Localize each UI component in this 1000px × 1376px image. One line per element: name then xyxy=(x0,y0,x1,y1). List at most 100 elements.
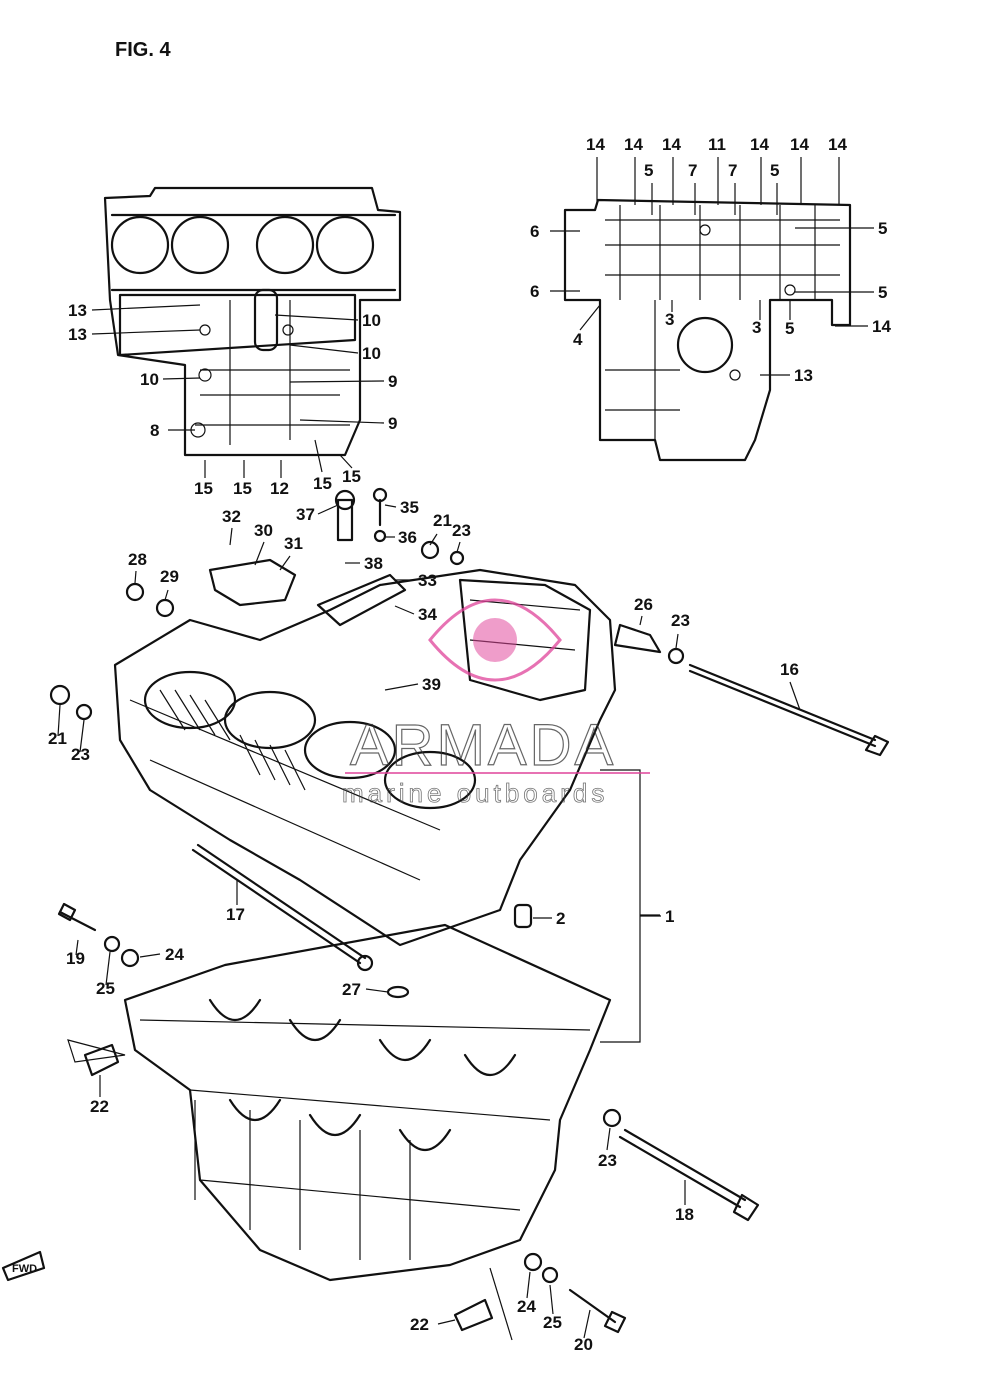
fwd-arrow-tag: FWD xyxy=(1,1250,46,1282)
assembly-bracket xyxy=(600,769,660,1043)
lower-crankcase-half xyxy=(57,902,760,1341)
upper-left-case-view xyxy=(103,186,402,457)
callout-leader-line xyxy=(429,533,438,546)
callout-leader-line xyxy=(164,589,169,601)
callout-number: 14 xyxy=(586,135,605,154)
callout-leader-line xyxy=(134,570,137,584)
callout-number: 33 xyxy=(418,571,437,590)
callout-number: 10 xyxy=(362,311,381,330)
watermark-logo-icon xyxy=(473,618,517,662)
callout-number: 13 xyxy=(68,301,87,320)
callout-leader-line xyxy=(289,380,385,383)
callout-leader-line xyxy=(789,681,801,711)
callout-number: 25 xyxy=(96,979,115,998)
callout-number: 39 xyxy=(422,675,441,694)
callout-number: 15 xyxy=(233,479,252,498)
callout-number: 22 xyxy=(410,1315,429,1334)
callout-leader-line xyxy=(91,329,201,335)
callout-number: 23 xyxy=(598,1151,617,1170)
callout-number: 15 xyxy=(313,474,332,493)
callout-number: 38 xyxy=(364,554,383,573)
callout-number: 8 xyxy=(150,421,159,440)
callout-number: 31 xyxy=(284,534,303,553)
callout-number: 34 xyxy=(418,605,437,624)
callout-number: 21 xyxy=(433,511,452,530)
callout-leader-line xyxy=(437,1319,456,1325)
callout-leader-line xyxy=(314,439,323,473)
callout-number: 15 xyxy=(342,467,361,486)
callout-number: 6 xyxy=(530,222,539,241)
callout-leader-line xyxy=(526,1271,531,1299)
callout-number: 24 xyxy=(517,1297,536,1316)
callout-number: 32 xyxy=(222,507,241,526)
callout-leader-line xyxy=(105,951,111,986)
callout-number: 13 xyxy=(68,325,87,344)
callout-number: 23 xyxy=(71,745,90,764)
fwd-label: FWD xyxy=(12,1263,37,1275)
callout-leader-line xyxy=(274,314,359,321)
callout-leader-line xyxy=(456,541,461,553)
callout-number: 12 xyxy=(270,479,289,498)
callout-leader-line xyxy=(583,1309,591,1339)
callout-number: 37 xyxy=(296,505,315,524)
callout-leader-line xyxy=(549,1284,554,1315)
callout-number: 10 xyxy=(140,370,159,389)
callouts-upper-left: 13 13 10 10 10 9 8 9 15 15 12 15 15 xyxy=(68,301,397,498)
callout-number: 29 xyxy=(160,567,179,586)
callout-leader-line xyxy=(75,939,79,956)
watermark-brand: ARMADA xyxy=(350,713,616,778)
callout-number: 14 xyxy=(624,135,643,154)
callout-leader-line xyxy=(365,988,389,993)
callout-number: 30 xyxy=(254,521,273,540)
callout-number: 35 xyxy=(400,498,419,517)
callout-number: 4 xyxy=(573,330,583,349)
callout-number: 28 xyxy=(128,550,147,569)
callout-number: 22 xyxy=(90,1097,109,1116)
callout-number: 23 xyxy=(452,521,471,540)
callout-number: 5 xyxy=(785,319,794,338)
callout-number: 20 xyxy=(574,1335,593,1354)
callout-number: 11 xyxy=(708,135,726,154)
callout-number: 9 xyxy=(388,372,397,391)
callout-leader-line xyxy=(299,419,385,424)
callout-leader-line xyxy=(229,527,233,546)
callout-number: 16 xyxy=(780,660,799,679)
callout-number: 14 xyxy=(662,135,681,154)
callout-leader-line xyxy=(384,683,419,691)
callout-number: 13 xyxy=(794,366,813,385)
callout-leader-line xyxy=(675,633,679,649)
callout-leader-line xyxy=(639,615,643,626)
callout-number: 15 xyxy=(194,479,213,498)
callout-number: 25 xyxy=(543,1313,562,1332)
callout-leader-line xyxy=(606,1127,611,1151)
callout-leader-line xyxy=(254,541,265,566)
callout-number: 5 xyxy=(878,219,887,238)
callout-leader-line xyxy=(339,454,353,469)
callout-number: 9 xyxy=(388,414,397,433)
callout-leader-line xyxy=(317,504,339,515)
callout-number: 17 xyxy=(226,905,245,924)
callout-leader-line xyxy=(162,377,201,380)
callout-number: 1 xyxy=(665,907,674,926)
callout-leader-line xyxy=(289,344,359,354)
upper-crankcase-half xyxy=(49,487,890,972)
callout-number: 23 xyxy=(671,611,690,630)
callout-number: 5 xyxy=(644,161,653,180)
figure-label: FIG. 4 xyxy=(115,39,171,61)
callout-number: 21 xyxy=(48,729,67,748)
callout-number: 14 xyxy=(790,135,809,154)
callout-leader-line xyxy=(139,953,161,958)
callout-number: 3 xyxy=(752,318,761,337)
watermark-subtitle: marine outboards xyxy=(342,778,608,808)
callout-number: 5 xyxy=(770,161,779,180)
callout-number: 18 xyxy=(675,1205,694,1224)
callout-number: 10 xyxy=(362,344,381,363)
callout-number: 36 xyxy=(398,528,417,547)
callout-number: 19 xyxy=(66,949,85,968)
upper-right-case-view xyxy=(563,198,852,462)
callout-number: 6 xyxy=(530,282,539,301)
callout-leader-line xyxy=(384,504,397,508)
